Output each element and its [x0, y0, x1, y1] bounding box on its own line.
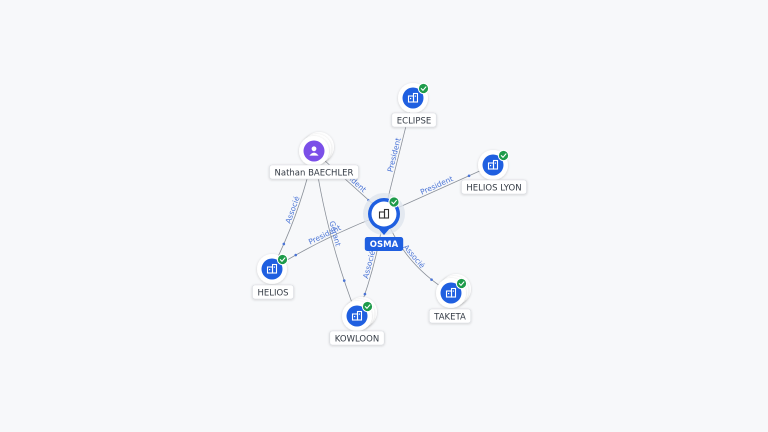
- node-label[interactable]: TAKETA: [428, 308, 472, 324]
- building-icon: [378, 208, 390, 219]
- node-helios-lyon[interactable]: HELIOS LYON: [461, 149, 527, 195]
- verified-check-icon: [388, 196, 400, 208]
- edge-label: Associé: [284, 195, 302, 225]
- node-label[interactable]: HELIOS LYON: [461, 179, 527, 195]
- node-label-text: ECLIPSE: [397, 116, 431, 126]
- node-eclipse[interactable]: ECLIPSE: [391, 82, 437, 128]
- node-label[interactable]: ECLIPSE: [391, 112, 437, 128]
- center-label[interactable]: OSMA: [364, 237, 404, 251]
- edge-label: Associé: [401, 243, 426, 271]
- edge-arrow: [363, 292, 367, 296]
- node-nathan[interactable]: Nathan BAECHLER: [269, 132, 359, 180]
- verified-check-icon: [417, 82, 430, 95]
- node-label[interactable]: HELIOS: [252, 284, 294, 300]
- verified-check-icon: [497, 149, 510, 162]
- node-helios[interactable]: HELIOS: [252, 253, 294, 300]
- verified-check-icon: [455, 277, 468, 290]
- node-label[interactable]: Nathan BAECHLER: [269, 164, 359, 180]
- edge-label: President: [386, 137, 403, 173]
- person-icon: [309, 146, 319, 156]
- edge-arrow: [282, 242, 286, 246]
- verified-check-icon: [276, 253, 289, 266]
- verified-check-icon: [361, 300, 374, 313]
- node-label[interactable]: KOWLOON: [329, 330, 385, 346]
- edge-label: Associé: [361, 249, 377, 279]
- edge-arrow: [294, 253, 298, 257]
- edge-arrow: [430, 278, 433, 281]
- center-label-text: OSMA: [370, 240, 399, 250]
- node-label-text: TAKETA: [433, 312, 466, 322]
- building-icon: [407, 92, 419, 103]
- edge-arrow: [342, 279, 346, 282]
- node-label-text: HELIOS: [257, 288, 288, 298]
- node-kowloon[interactable]: KOWLOON: [329, 297, 385, 346]
- node-label-text: KOWLOON: [335, 334, 379, 344]
- building-icon: [487, 159, 499, 170]
- edge-label: President: [419, 174, 455, 197]
- edge-arrow: [467, 174, 471, 178]
- building-icon: [351, 310, 363, 321]
- node-center-osma[interactable]: OSMA: [363, 193, 405, 251]
- nodes-layer: ECLIPSE HELIOS LYON TAKETA KOWLOON HELIOS Nat…: [252, 82, 527, 346]
- building-icon: [266, 263, 278, 274]
- node-label-text: Nathan BAECHLER: [275, 168, 354, 178]
- node-taketa[interactable]: TAKETA: [428, 274, 472, 324]
- node-label-text: HELIOS LYON: [466, 183, 521, 193]
- building-icon: [445, 287, 457, 298]
